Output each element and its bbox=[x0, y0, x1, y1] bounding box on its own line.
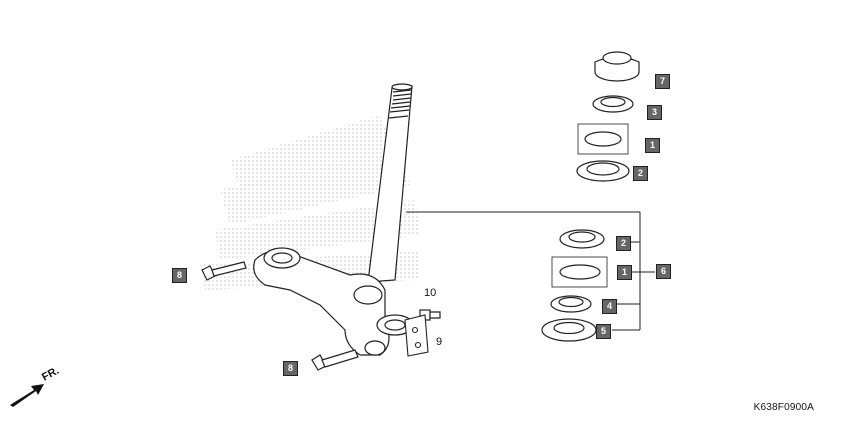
callout-1-top: 1 bbox=[645, 138, 660, 153]
callout-8-top: 8 bbox=[172, 268, 187, 283]
callout-2-top: 2 bbox=[633, 166, 648, 181]
label-9: 9 bbox=[436, 336, 443, 348]
bolt-top bbox=[201, 261, 247, 281]
callout-2-mid: 2 bbox=[616, 236, 631, 251]
callout-5: 5 bbox=[596, 324, 611, 339]
callout-7: 7 bbox=[655, 74, 670, 89]
callout-4: 4 bbox=[602, 299, 617, 314]
steering-stem bbox=[367, 83, 413, 283]
label-10: 10 bbox=[424, 287, 437, 299]
lower-triple-clamp bbox=[253, 247, 414, 356]
diagram-code: K638F0900A bbox=[753, 402, 814, 413]
hose-clip bbox=[404, 314, 429, 357]
callout-8-bottom: 8 bbox=[283, 361, 298, 376]
top-bearing-stack bbox=[576, 51, 640, 182]
callout-3: 3 bbox=[647, 105, 662, 120]
callout-1-mid: 1 bbox=[617, 265, 632, 280]
bolt-bottom bbox=[311, 349, 359, 371]
callout-6: 6 bbox=[656, 264, 671, 279]
front-arrow-icon bbox=[10, 384, 44, 407]
group-bracket bbox=[406, 211, 655, 331]
